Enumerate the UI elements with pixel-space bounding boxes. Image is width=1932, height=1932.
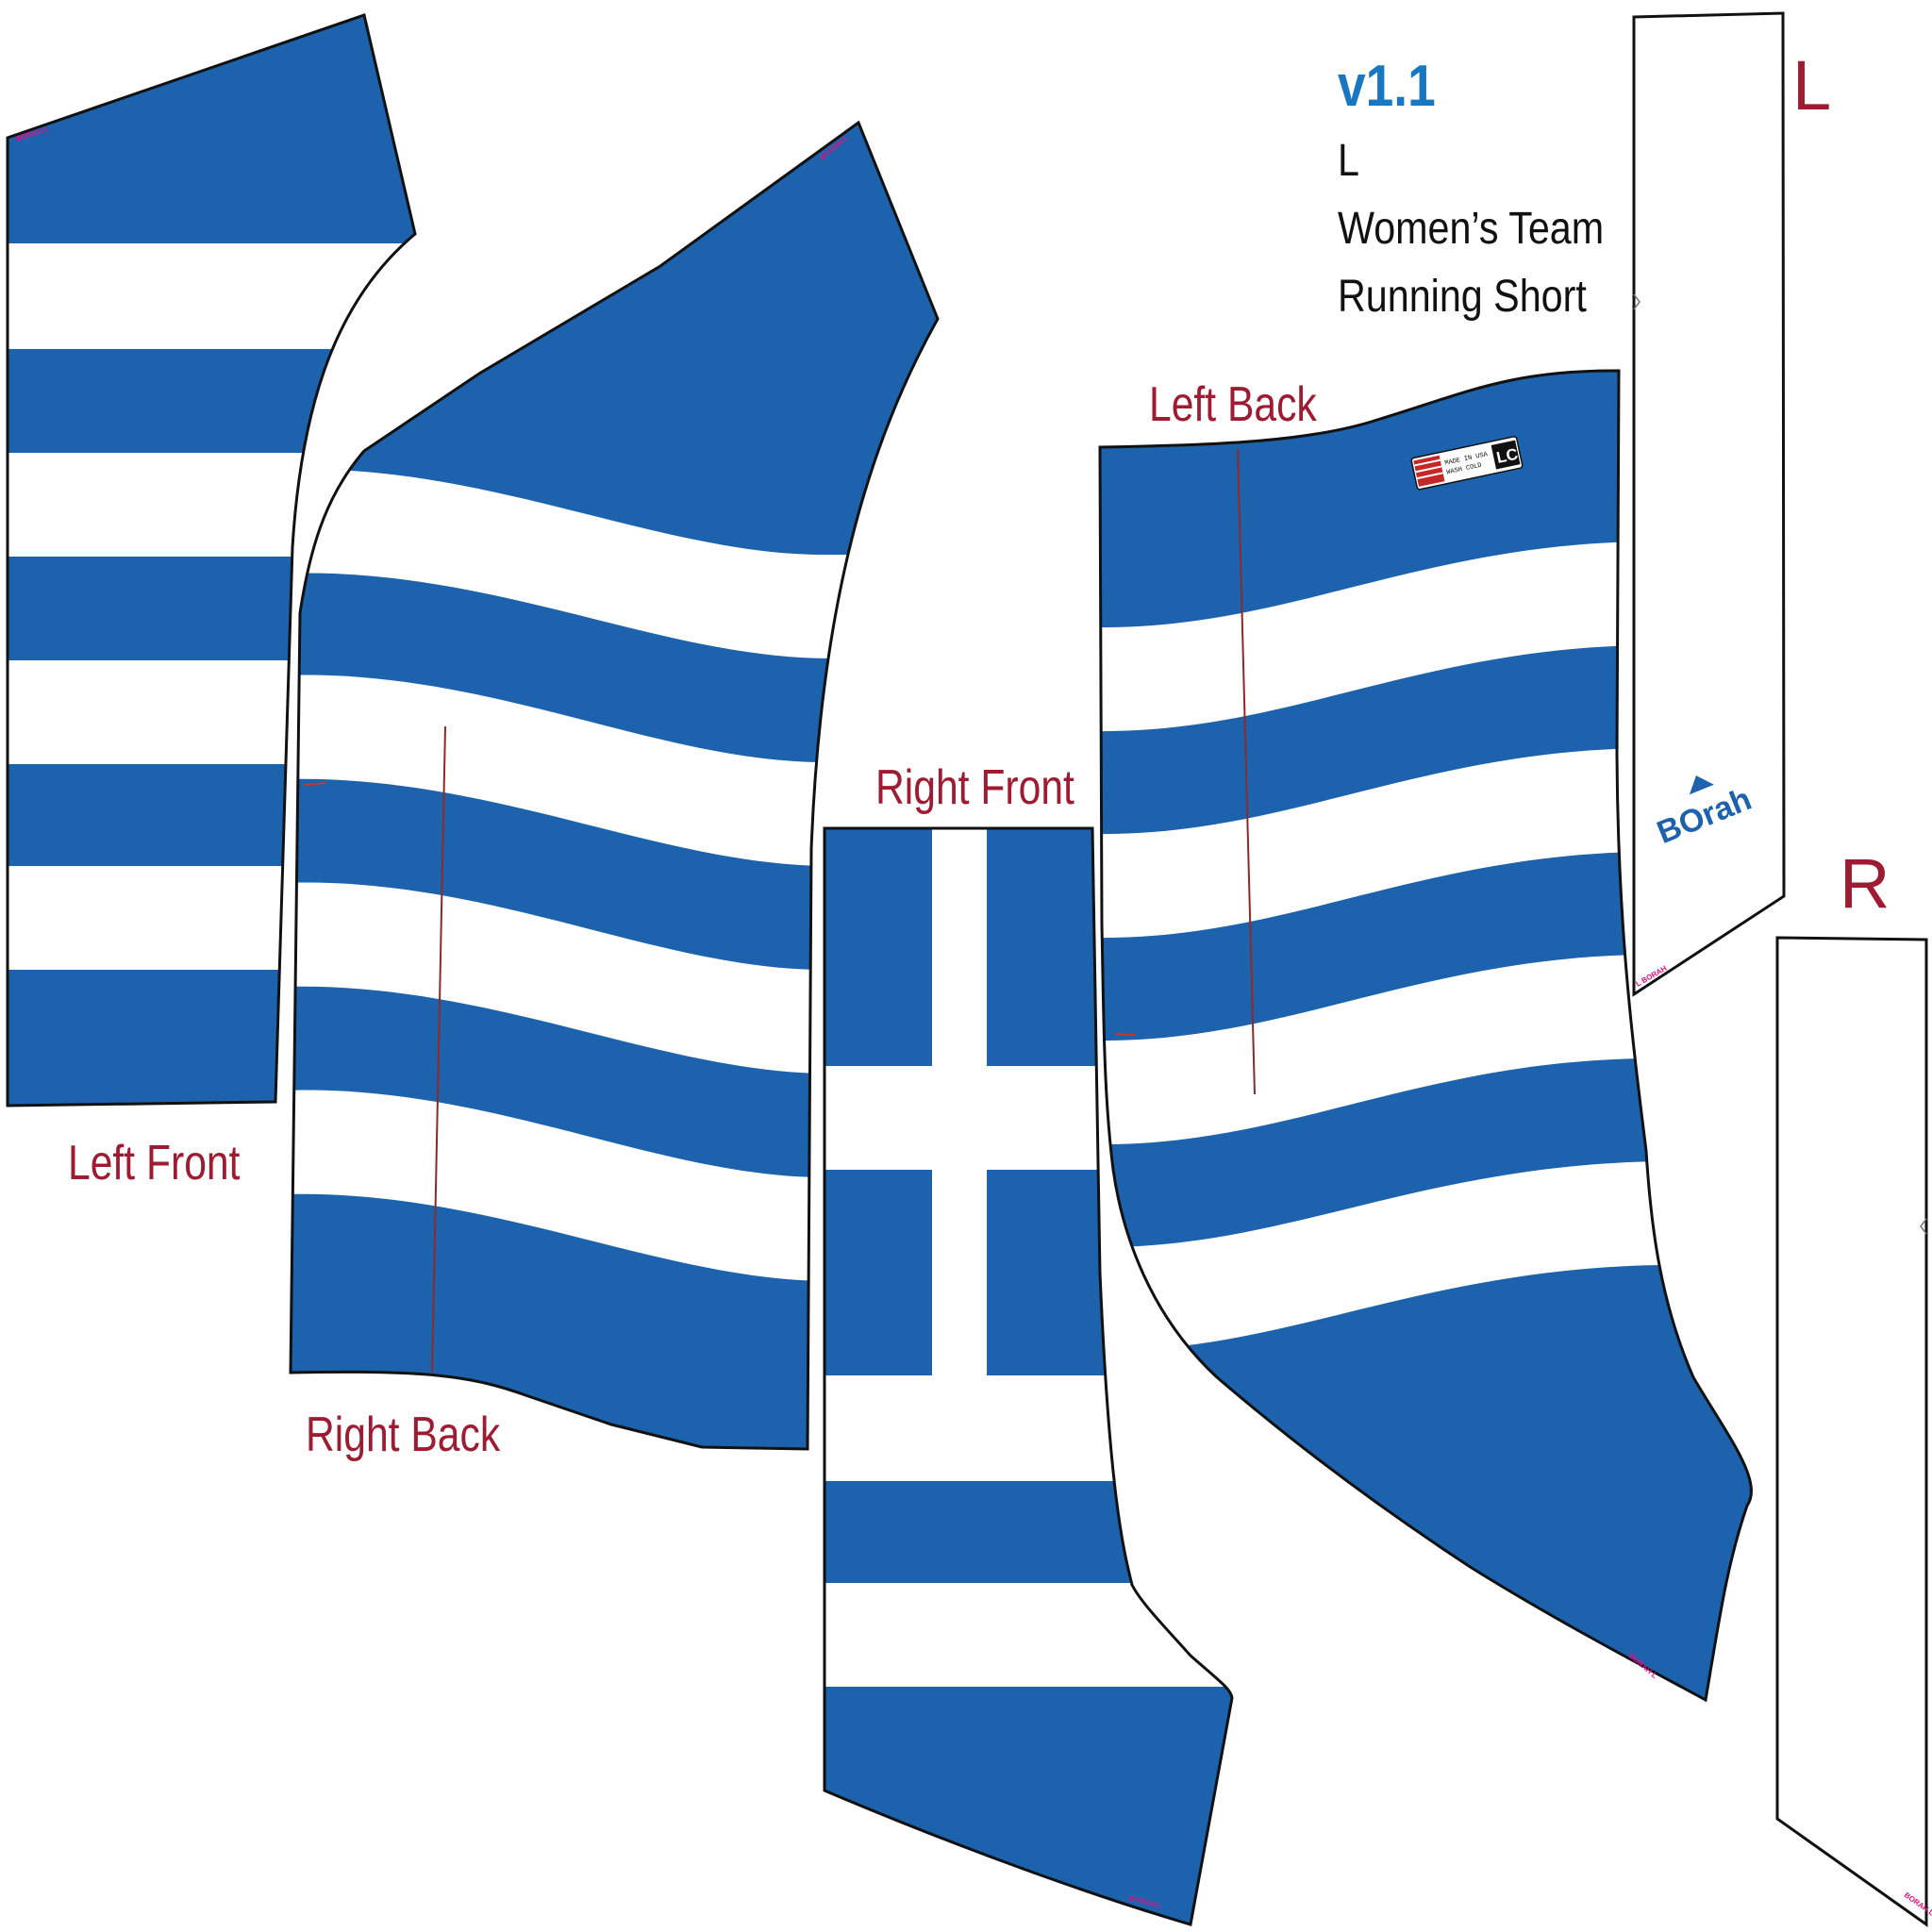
left-front-outline <box>6 13 417 1108</box>
product-title-line1: Women’s Team <box>1338 203 1604 254</box>
waistband-right-side-label: R <box>1840 844 1890 923</box>
left-back-notch <box>1114 1033 1137 1036</box>
right-back-notch <box>303 782 327 786</box>
size-label: L <box>1338 135 1359 186</box>
product-title-line2: Running Short <box>1338 271 1587 322</box>
waistband-right-panel[interactable] <box>1775 936 1928 1927</box>
right-front-label: Right Front <box>875 760 1074 815</box>
waistband-left-notch <box>1633 293 1641 310</box>
right-back-label: Right Back <box>306 1407 500 1462</box>
left-back-label: Left Back <box>1149 377 1317 432</box>
waistband-left-panel[interactable] <box>1632 11 1786 997</box>
right-back-outline <box>289 120 940 1451</box>
care-tag-logo: LC <box>1495 445 1520 467</box>
waistband-right-notch <box>1920 1218 1927 1235</box>
waistband-left-side-label: L <box>1792 46 1831 125</box>
care-tag: MADE IN USA WASH COLD LC <box>1410 436 1524 491</box>
right-back-grainline <box>431 725 446 1374</box>
mountain-icon <box>1689 775 1714 795</box>
right-front-outline <box>823 826 1234 1926</box>
version-label: v1.1 <box>1338 54 1436 119</box>
left-back-grainline <box>1237 448 1256 1095</box>
left-back-outline <box>1098 369 1753 1703</box>
left-front-label: Left Front <box>68 1136 240 1191</box>
